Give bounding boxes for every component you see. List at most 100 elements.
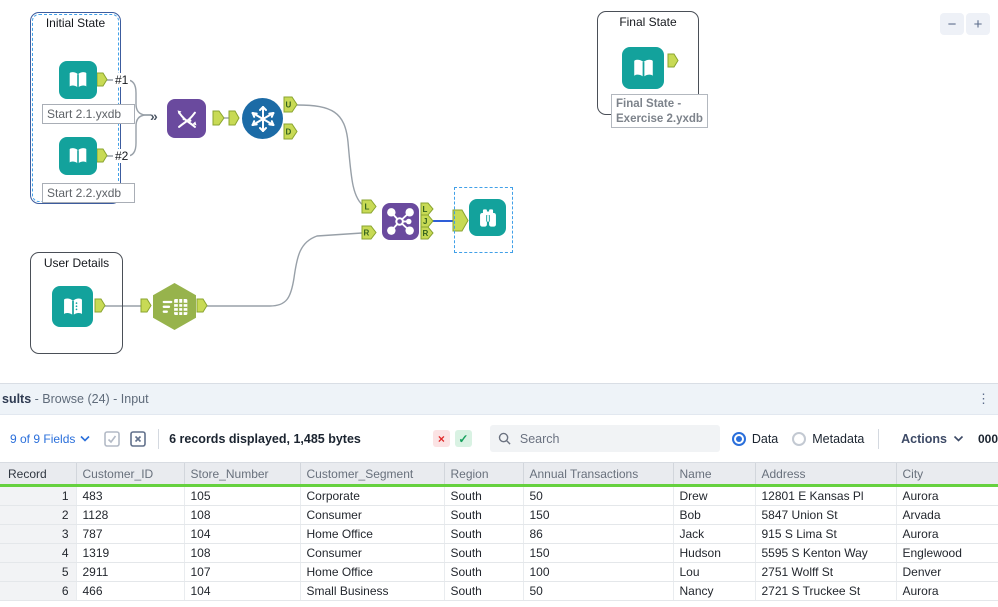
column-header-annual-transactions[interactable]: Annual Transactions — [523, 463, 674, 487]
join-in-r-label: R — [364, 229, 370, 238]
input-tool-user-details[interactable] — [52, 286, 93, 327]
radio-metadata[interactable]: Metadata — [792, 431, 864, 446]
data-cell: Consumer — [300, 505, 445, 525]
caption-final-state[interactable]: Final State - Exercise 2.yxdb — [611, 94, 708, 128]
data-cell: 2721 S Truckee St — [755, 581, 897, 601]
data-cell: 108 — [184, 505, 301, 525]
apply-button[interactable]: ✓ — [454, 430, 472, 447]
data-cell: Bob — [673, 505, 756, 525]
unique-u-label: U — [286, 101, 292, 110]
zoom-out-button[interactable]: − — [940, 13, 964, 35]
radio-data[interactable]: Data — [731, 431, 778, 446]
column-header-customer-segment[interactable]: Customer_Segment — [300, 463, 445, 487]
results-toolbar: 9 of 9 Fields 6 records displayed, 1,485 — [0, 415, 998, 463]
record-number-cell: 6 — [0, 581, 77, 601]
data-cell: 104 — [184, 524, 301, 544]
input-tool-start22[interactable] — [59, 137, 97, 175]
list-table-icon — [162, 298, 187, 315]
data-cell: 2751 Wolff St — [755, 562, 897, 582]
binoculars-icon — [479, 208, 496, 227]
data-cell: Home Office — [300, 524, 445, 544]
results-panel-header: sults - Browse (24) - Input ⋮ — [0, 383, 998, 415]
data-cell: 466 — [76, 581, 185, 601]
browse-tool[interactable] — [469, 199, 506, 236]
join-tool[interactable] — [382, 203, 419, 240]
join-right-input-anchor[interactable] — [361, 225, 377, 240]
results-panel-title: sults - Browse (24) - Input — [2, 392, 149, 406]
textinput-output-anchor[interactable] — [196, 298, 208, 313]
data-cell: 1128 — [76, 505, 185, 525]
column-header-address[interactable]: Address — [755, 463, 897, 487]
join-network-icon — [387, 208, 414, 235]
data-cell: 105 — [184, 485, 301, 506]
panel-menu-kebab-icon[interactable]: ⋮ — [977, 391, 990, 406]
data-cell: 108 — [184, 543, 301, 563]
join-r-output-anchor[interactable] — [420, 226, 434, 240]
data-cell: South — [444, 543, 524, 563]
deselect-all-button[interactable] — [130, 430, 147, 447]
join-out-l-label: L — [423, 205, 428, 214]
zoom-in-button[interactable]: + — [966, 13, 990, 35]
workflow-canvas[interactable]: U D L R L J R » Initial State Final Stat… — [0, 0, 998, 383]
column-header-record[interactable]: Record — [0, 463, 77, 487]
fields-dropdown[interactable]: 9 of 9 Fields — [10, 432, 90, 446]
wire-unique-to-join — [296, 104, 365, 207]
join-out-j-label: J — [423, 217, 427, 226]
data-cell: 107 — [184, 562, 301, 582]
data-cell: 150 — [523, 505, 674, 525]
caption-start22[interactable]: Start 2.2.yxdb — [42, 183, 135, 203]
column-header-city[interactable]: City — [896, 463, 998, 487]
column-header-name[interactable]: Name — [673, 463, 756, 487]
output-tool-finalstate[interactable] — [622, 47, 664, 89]
data-cell: 104 — [184, 581, 301, 601]
radio-selected-icon — [731, 431, 746, 446]
data-cell: 787 — [76, 524, 185, 544]
multi-connection-icon: » — [150, 108, 158, 124]
column-header-customer-id[interactable]: Customer_ID — [76, 463, 185, 487]
union-tool[interactable] — [167, 99, 206, 138]
unique-u-anchor[interactable] — [283, 96, 298, 113]
join-j-output-anchor[interactable] — [420, 214, 434, 228]
data-metadata-toggle: Data Metadata — [731, 431, 864, 446]
actions-dropdown[interactable]: Actions — [901, 432, 964, 446]
caption-final-state-line2: Exercise 2.yxdb — [616, 113, 703, 125]
unique-input-anchor[interactable] — [228, 110, 240, 126]
column-header-store-number[interactable]: Store_Number — [184, 463, 301, 487]
unique-tool[interactable] — [242, 98, 283, 139]
record-number-cell: 4 — [0, 543, 77, 563]
data-cell: Consumer — [300, 543, 445, 563]
join-l-output-anchor[interactable] — [420, 202, 434, 216]
container-user-details[interactable]: User Details — [30, 252, 123, 354]
join-in-l-label: L — [365, 203, 370, 212]
data-cell: Nancy — [673, 581, 756, 601]
data-cell: 915 S Lima St — [755, 524, 897, 544]
data-cell: South — [444, 562, 524, 582]
unique-d-anchor[interactable] — [283, 123, 298, 140]
data-cell: Aurora — [896, 485, 998, 506]
data-cell: Drew — [673, 485, 756, 506]
select-all-checkbox-button[interactable] — [104, 430, 121, 447]
column-header-region[interactable]: Region — [444, 463, 524, 487]
results-title-bold: sults — [2, 392, 32, 406]
book-icon — [63, 298, 82, 315]
data-cell: Corporate — [300, 485, 445, 506]
cancel-button[interactable]: × — [432, 430, 450, 447]
text-input-tool[interactable] — [153, 283, 196, 330]
input-tool-start21[interactable] — [59, 61, 97, 99]
search-input[interactable] — [517, 430, 712, 447]
search-box — [489, 425, 720, 452]
chevron-down-icon — [80, 435, 90, 442]
textinput-input-anchor[interactable] — [140, 298, 152, 313]
toolbar-divider — [158, 428, 160, 449]
union-output-anchor[interactable] — [212, 110, 225, 126]
caption-start21[interactable]: Start 2.1.yxdb — [42, 104, 135, 124]
join-left-input-anchor[interactable] — [361, 199, 377, 214]
data-cell: Englewood — [896, 543, 998, 563]
